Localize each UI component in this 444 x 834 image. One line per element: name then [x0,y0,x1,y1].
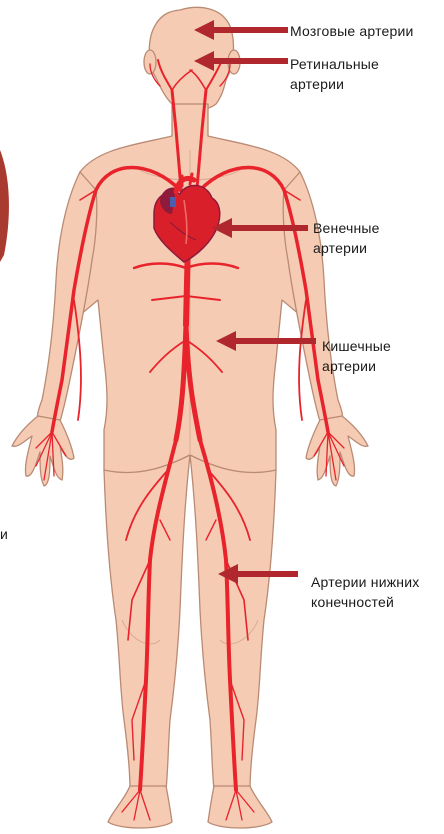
intestinal-arteries-label: Кишечные артерии [322,336,391,376]
arrow-left-icon [194,51,288,71]
left-edge-muscle-fragment [0,150,9,262]
coronary-arteries-label: Венечные артерии [313,218,380,258]
arrow-left-icon [194,20,288,40]
brain-arteries-label: Мозговые артерии [290,21,414,41]
cut-off-edge-label: и [0,524,8,544]
lower-limb-arteries-label: Артерии нижних конечностей [311,572,419,612]
retinal-arteries-label: Ретинальные артерии [290,54,379,94]
